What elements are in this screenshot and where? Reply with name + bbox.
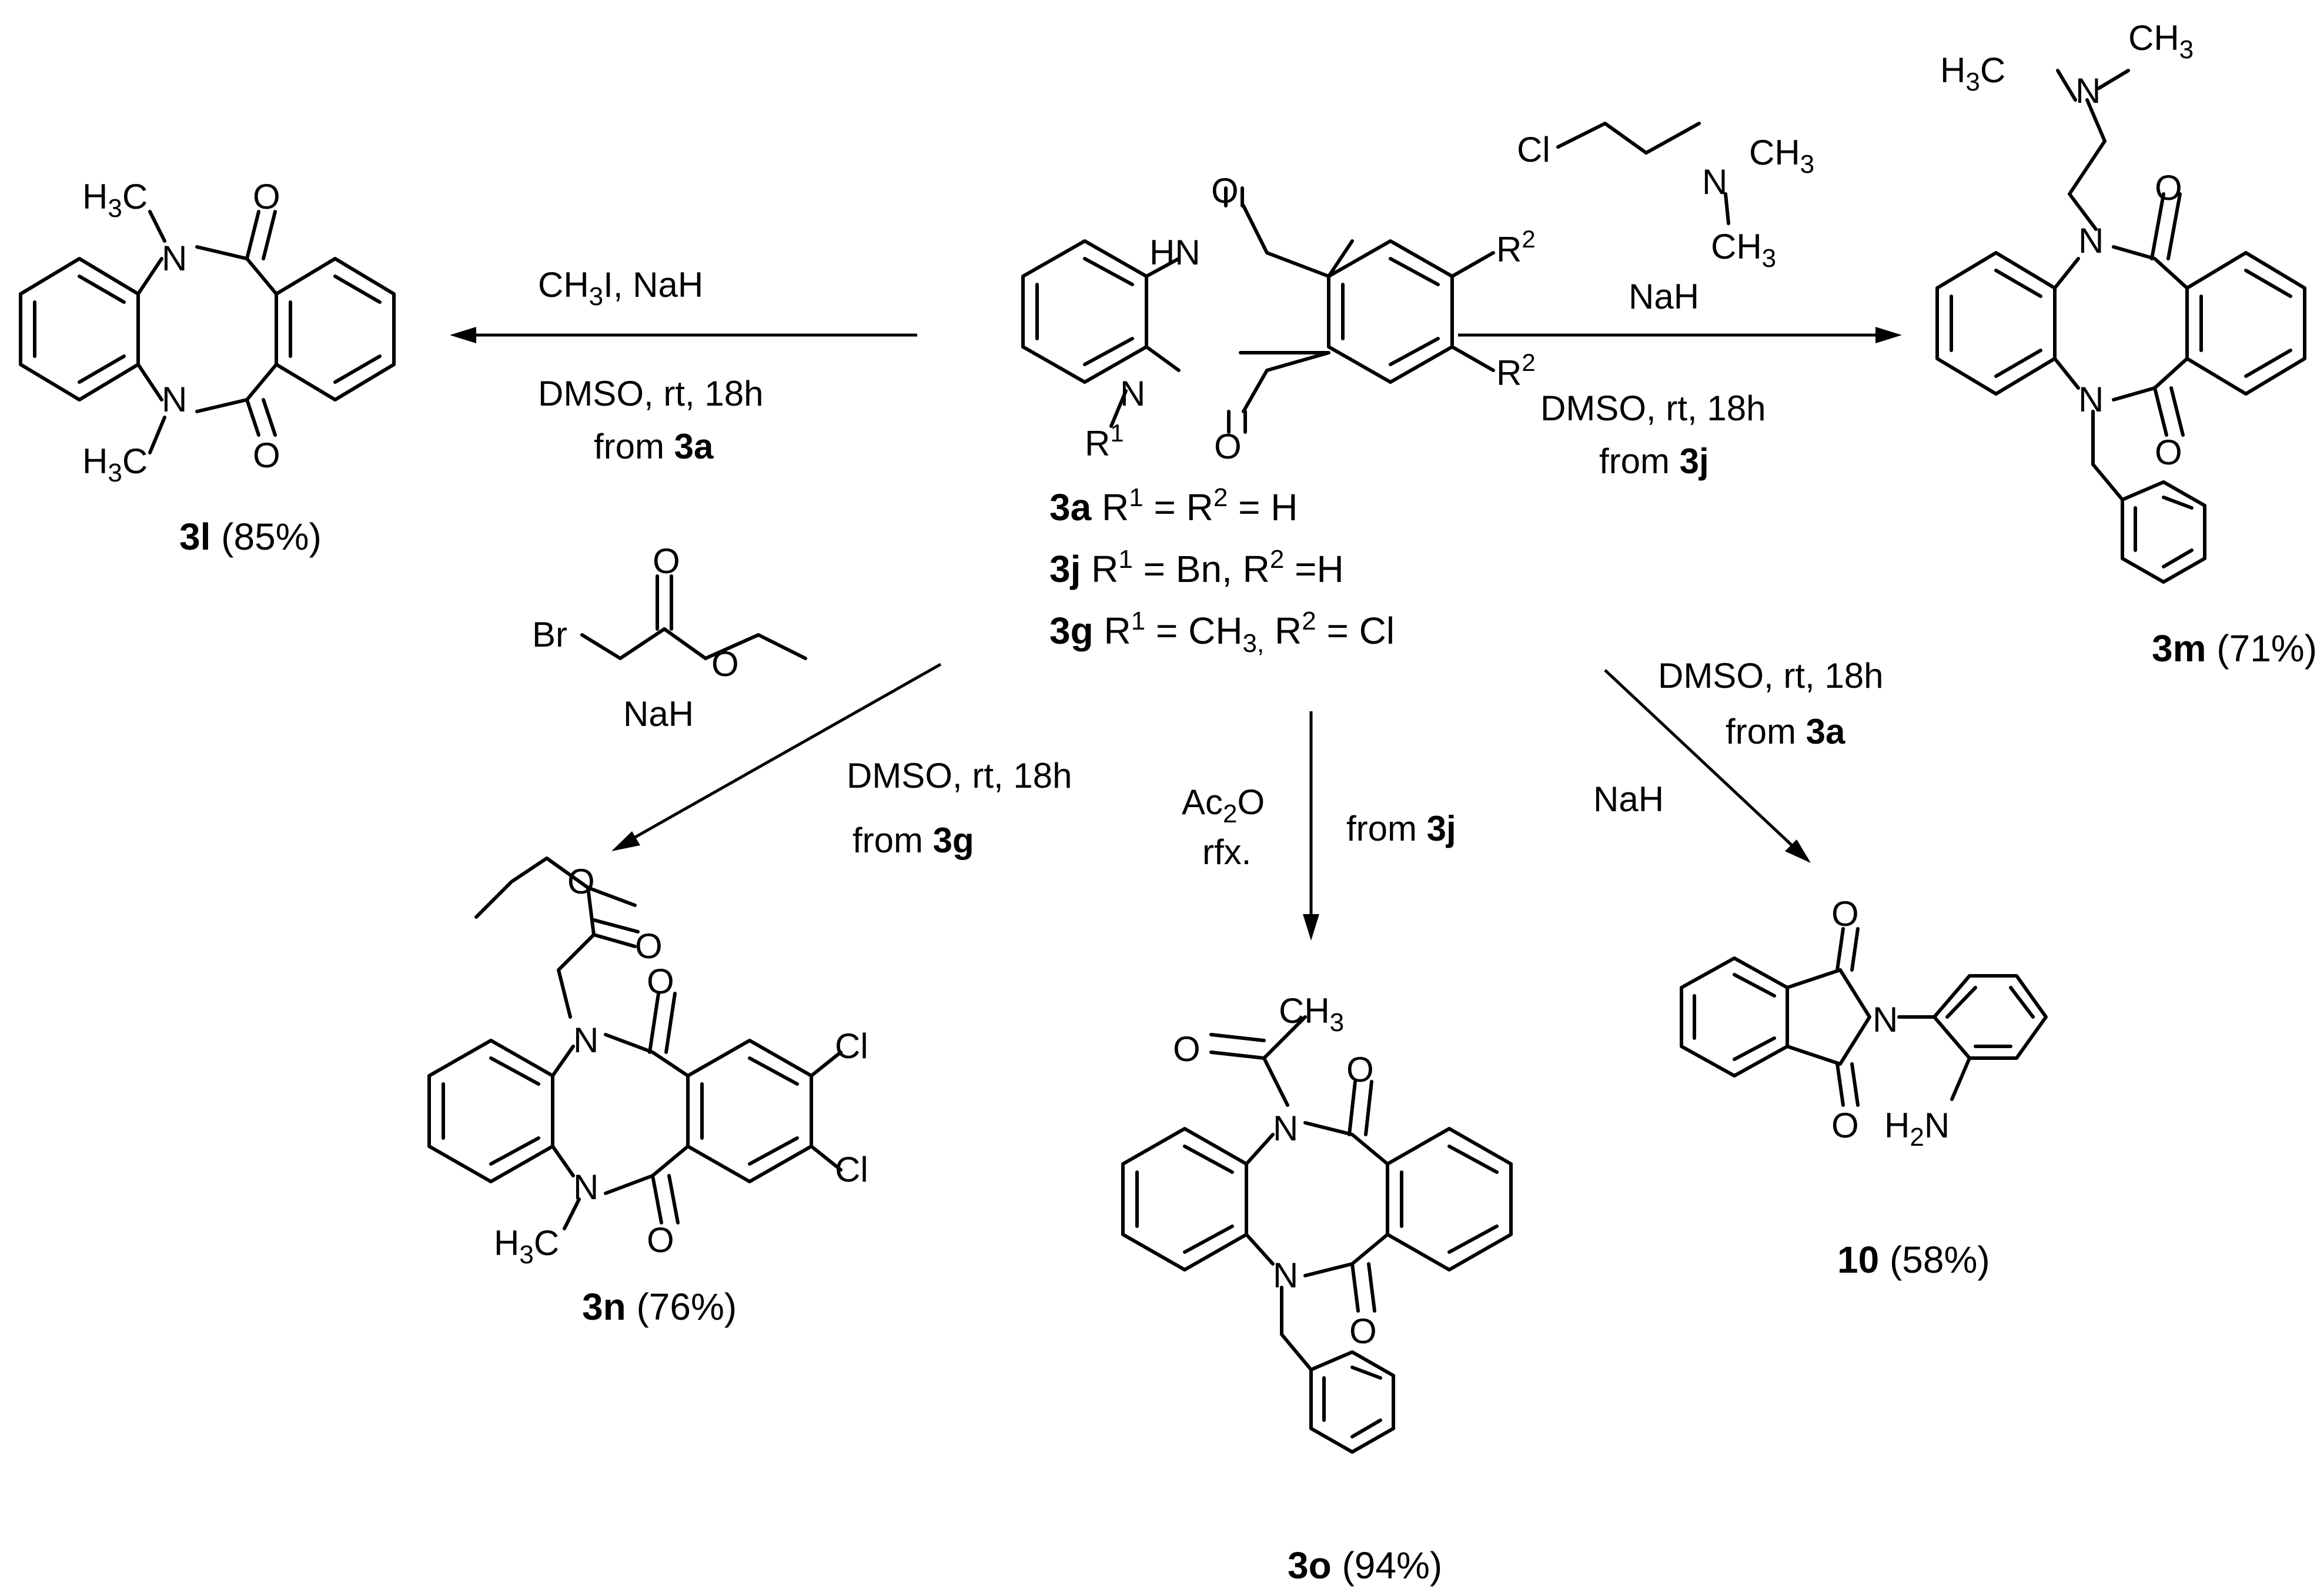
atom-ch3-top: H3C [82, 177, 148, 223]
from-3m: from 3j [1599, 441, 1709, 481]
conditions-3l: DMSO, rt, 18h [538, 374, 763, 413]
atom-o: O [2155, 168, 2182, 208]
atom-o: O [1831, 1106, 1859, 1145]
atom-o-acetyl: O [1173, 1029, 1201, 1069]
atom-ch3-bottom: H3C [82, 441, 148, 487]
atom-n: N [162, 239, 187, 278]
product-label-10: 10 (58%) [1837, 1239, 1990, 1281]
atom-n: N [1873, 1000, 1898, 1039]
product-label-3l: 3l (85%) [179, 516, 322, 558]
reagent-3n-o: O [653, 541, 680, 581]
base-3m: NaH [1629, 277, 1699, 316]
arrowhead-3m [1875, 327, 1902, 343]
product-label-3o: 3o (94%) [1288, 1544, 1442, 1587]
starting-material-structure [1021, 186, 1495, 434]
arrowhead-3o [1303, 914, 1319, 941]
arrow-to-3n [628, 663, 942, 842]
base-10: NaH [1593, 779, 1664, 819]
reagent-3m-cl: Cl [1517, 130, 1550, 169]
atom-o-bottom: O [1214, 427, 1242, 466]
atom-ch3: CH3 [1279, 991, 1344, 1037]
reagent-3m-ch3b: CH3 [1711, 227, 1776, 273]
atom-o: O [1346, 1050, 1374, 1089]
start-label-3g: 3g R1 = CH3, R2 = Cl [1049, 607, 1395, 658]
product-3m-structure [1935, 69, 2306, 584]
atom-r2-upper: R2 [1496, 225, 1536, 269]
reagent-3m-structure [1556, 122, 1730, 225]
arrowhead-3n [611, 831, 640, 851]
atom-n: N [2078, 380, 2104, 419]
reagent-3n-o2: O [711, 644, 739, 684]
atom-cl: Cl [835, 1150, 868, 1189]
atom-h3c: H3C [494, 1223, 559, 1269]
atom-o: O [647, 962, 674, 1001]
from-3l: from 3a [594, 427, 714, 466]
atom-n: N [573, 1167, 599, 1207]
product-3o-structure [1121, 1015, 1513, 1454]
conditions-3m: DMSO, rt, 18h [1540, 389, 1766, 428]
start-label-3a: 3a R1 = R2 = H [1049, 483, 1298, 528]
from-10: from 3a [1726, 712, 1845, 751]
atom-cl: Cl [835, 1026, 868, 1066]
atom-o-ether: O [567, 862, 595, 901]
reagent-3m-n: N [1702, 162, 1727, 202]
atom-o-ester: O [635, 926, 663, 966]
product-3n-structure [427, 856, 842, 1230]
product-label-3n: 3n (76%) [582, 1286, 737, 1328]
atom-r1: R1 [1085, 419, 1124, 463]
atom-r2-lower: R2 [1496, 349, 1536, 393]
product-3l-structure [19, 210, 396, 454]
conditions-10: DMSO, rt, 18h [1658, 656, 1883, 695]
atom-ch3: CH3 [2128, 18, 2194, 64]
atom-n: N [573, 1020, 599, 1060]
atom-n: N [2078, 221, 2104, 260]
conditions-3n: DMSO, rt, 18h [847, 756, 1072, 795]
atom-n: N [1273, 1256, 1298, 1295]
atom-n: N [1273, 1109, 1298, 1148]
atom-o: O [2155, 433, 2182, 472]
reagent-3o: Ac2O [1182, 782, 1265, 828]
conditions-3o: rfx. [1202, 832, 1251, 872]
arrowhead-10 [1785, 839, 1811, 863]
atom-n: N [1120, 374, 1145, 413]
atom-h3c: H3C [1940, 51, 2005, 96]
base-3n: NaH [623, 694, 694, 734]
arrowhead-3l [450, 327, 476, 343]
atom-nh2: H2N [1884, 1106, 1950, 1152]
atom-o-top: O [1211, 171, 1239, 210]
arrow-to-10 [1604, 669, 1794, 848]
reagent-3n-structure [580, 574, 807, 660]
atom-n: N [162, 380, 187, 419]
atom-o: O [647, 1220, 674, 1260]
atom-o: O [1349, 1311, 1377, 1351]
atom-o: O [253, 436, 280, 475]
reagent-3m-ch3: CH3 [1749, 133, 1814, 179]
start-label-3j: 3j R1 = Bn, R2 =H [1049, 545, 1344, 590]
atom-n-amine: N [2075, 71, 2101, 111]
atom-hn: HN [1149, 233, 1201, 272]
atom-o: O [1831, 894, 1859, 933]
atom-o: O [253, 177, 280, 216]
from-3o: from 3j [1346, 809, 1456, 848]
reagent-3l: CH3I, NaH [538, 265, 703, 311]
from-3n: from 3g [852, 821, 974, 860]
product-label-3m: 3m (71%) [2152, 627, 2317, 670]
product-10-structure [1680, 927, 2048, 1107]
reagent-3n-br: Br [532, 615, 567, 654]
